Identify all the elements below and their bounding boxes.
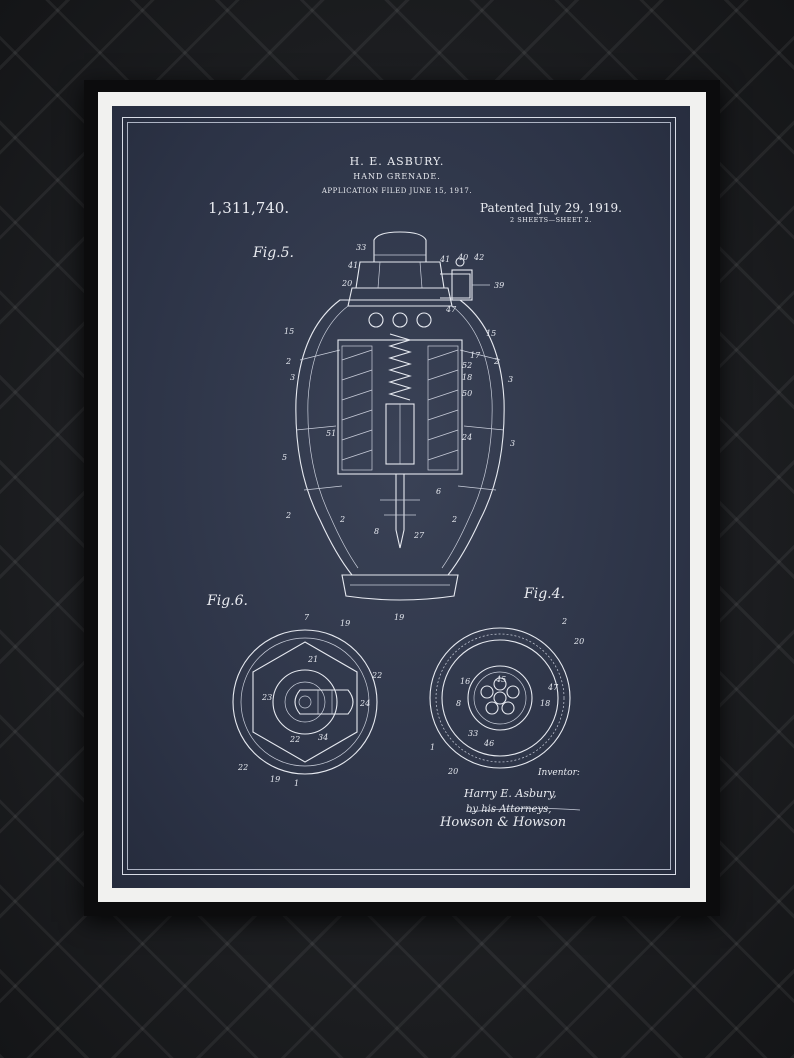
svg-text:40: 40 (457, 253, 468, 262)
svg-text:6: 6 (436, 487, 441, 496)
svg-text:1: 1 (294, 779, 299, 788)
svg-text:23: 23 (261, 693, 272, 702)
attorneys-label: by his Attorneys, (466, 804, 552, 815)
svg-text:8: 8 (456, 699, 461, 708)
svg-text:18: 18 (462, 373, 472, 382)
svg-text:7: 7 (304, 613, 310, 622)
patent-title: HAND GRENADE. (353, 172, 441, 181)
svg-text:50: 50 (462, 389, 472, 398)
svg-text:19: 19 (394, 613, 404, 622)
svg-text:39: 39 (494, 281, 504, 290)
svg-text:41: 41 (347, 261, 358, 270)
figure-6-end-view (232, 629, 378, 775)
poster-border-outer (122, 117, 676, 875)
svg-text:20: 20 (447, 767, 458, 776)
inventor-label: Inventor: (538, 768, 580, 778)
patent-date: Patented July 29, 1919. (480, 201, 622, 215)
svg-text:24: 24 (359, 699, 370, 708)
svg-text:5: 5 (282, 453, 287, 462)
svg-text:47: 47 (547, 683, 559, 692)
svg-text:19: 19 (270, 775, 280, 784)
svg-text:2: 2 (285, 357, 291, 366)
svg-text:2: 2 (339, 515, 345, 524)
patent-number: 1,311,740. (208, 199, 290, 217)
svg-text:15: 15 (284, 327, 294, 336)
svg-text:20: 20 (341, 279, 352, 288)
svg-text:1: 1 (430, 743, 435, 752)
svg-text:22: 22 (289, 735, 300, 744)
svg-text:22: 22 (237, 763, 248, 772)
svg-text:24: 24 (461, 433, 472, 442)
blueprint-poster (112, 106, 690, 888)
svg-text:2: 2 (561, 617, 567, 626)
svg-text:33: 33 (468, 729, 478, 738)
svg-text:22: 22 (371, 671, 382, 680)
svg-text:19: 19 (340, 619, 350, 628)
svg-text:47: 47 (445, 305, 457, 314)
figure-4-reference-numbers: 2 20 16 45 47 8 18 33 46 1 20 (430, 617, 584, 776)
signature-flourish (469, 808, 581, 813)
svg-text:27: 27 (413, 531, 425, 540)
grenade-side-section (295, 231, 505, 601)
svg-text:2: 2 (451, 515, 457, 524)
svg-text:33: 33 (356, 243, 366, 252)
figure-5-reference-numbers: 33 41 20 41 40 42 39 47 15 2 3 15 17 52 … (282, 243, 515, 622)
inventor-name: H. E. ASBURY. (349, 155, 445, 168)
svg-text:41: 41 (439, 255, 450, 264)
svg-text:3: 3 (290, 373, 295, 382)
inventor-signature: Harry E. Asbury, (464, 787, 557, 800)
figure-6-reference-numbers: 7 19 21 22 23 24 22 34 22 19 1 (237, 613, 382, 788)
attorney-signature: Howson & Howson (440, 815, 567, 830)
svg-text:45: 45 (495, 675, 506, 684)
svg-text:3: 3 (508, 375, 513, 384)
figure-6-label: Fig.6. (207, 593, 248, 609)
svg-text:51: 51 (326, 429, 336, 438)
figure-4-label: Fig.4. (524, 586, 565, 602)
poster-border-inner (127, 122, 671, 870)
svg-text:2: 2 (493, 357, 499, 366)
filing-date: APPLICATION FILED JUNE 15, 1917. (321, 187, 473, 195)
figure-4-cross-section (429, 627, 571, 769)
svg-text:2: 2 (285, 511, 291, 520)
svg-text:42: 42 (473, 253, 484, 262)
sheet-count: 2 SHEETS—SHEET 2. (510, 216, 592, 224)
svg-text:3: 3 (510, 439, 515, 448)
svg-text:46: 46 (483, 739, 494, 748)
svg-text:16: 16 (460, 677, 470, 686)
svg-text:52: 52 (462, 361, 472, 370)
svg-text:8: 8 (374, 527, 379, 536)
svg-text:15: 15 (486, 329, 496, 338)
svg-text:34: 34 (318, 733, 328, 742)
svg-text:20: 20 (573, 637, 584, 646)
svg-text:21: 21 (307, 655, 318, 664)
svg-text:18: 18 (540, 699, 550, 708)
svg-text:17: 17 (470, 351, 481, 360)
figure-5-label: Fig.5. (253, 245, 294, 261)
